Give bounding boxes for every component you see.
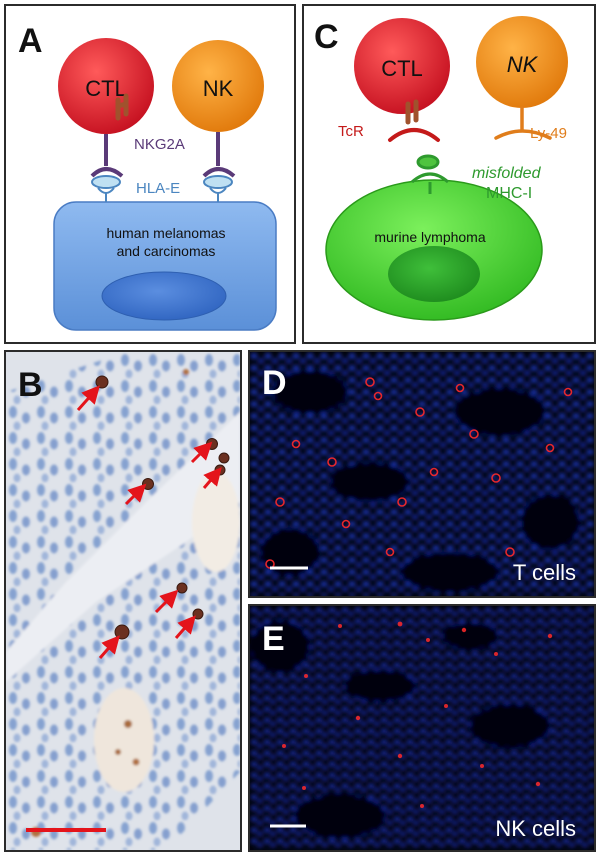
panel-caption: T cells — [513, 560, 576, 585]
panel-letter: A — [18, 22, 43, 60]
nk-label: NK — [507, 52, 539, 77]
panel-caption: NK cells — [495, 816, 576, 841]
hla-e-label: HLA-E — [136, 180, 180, 197]
hla-e-ligand-right — [203, 175, 233, 202]
tumor-label-line2: and carcinomas — [117, 243, 216, 259]
ly49-label: Ly-49 — [530, 125, 567, 142]
ly49-receptor — [494, 106, 552, 140]
panel-b: B — [4, 350, 242, 852]
panel-letter: C — [314, 18, 339, 56]
red-marker-spots — [282, 621, 553, 808]
misfolded-label: misfolded — [472, 165, 542, 182]
hla-e-ligand-left — [91, 175, 121, 202]
nkg2a-receptor-ctl — [90, 134, 124, 178]
tcr-icon — [115, 93, 129, 121]
fluorescence-micrograph-t-cells: D T cells — [250, 352, 594, 596]
panel-c-diagram: C murine lymphoma misfolded MHC-I CTL NK… — [314, 16, 568, 321]
nk-label: NK — [203, 76, 234, 101]
ctl-cell — [58, 38, 154, 134]
panel-c: C murine lymphoma misfolded MHC-I CTL NK… — [302, 4, 596, 344]
tumor-nucleus — [101, 271, 227, 321]
nk-cell — [476, 16, 568, 108]
fluorescence-micrograph-nk-cells: E NK cells — [250, 606, 594, 850]
misfolded-mhc-icon — [411, 154, 449, 194]
tcr-receptor — [388, 99, 440, 142]
nkg2a-receptor-nk — [202, 132, 236, 178]
ctl-cell — [354, 18, 450, 114]
panel-a: A human melanomas and carcinomas CTL NK — [4, 4, 296, 344]
ihc-micrograph: B — [6, 352, 240, 850]
tcr-label: TcR — [338, 123, 364, 140]
panel-d: D T cells — [248, 350, 596, 598]
ctl-label: CTL — [85, 76, 127, 101]
panel-letter: E — [262, 620, 285, 658]
tumor-label-line1: human melanomas — [106, 225, 225, 241]
lymphoma-label: murine lymphoma — [374, 229, 485, 245]
nk-cell — [172, 40, 264, 132]
panel-a-diagram: A human melanomas and carcinomas CTL NK — [18, 22, 277, 331]
ctl-label: CTL — [381, 56, 423, 81]
lymphoma-nucleus — [388, 246, 480, 302]
nkg2a-label: NKG2A — [134, 136, 185, 153]
red-marker-spots — [265, 377, 573, 569]
red-arrows — [76, 385, 222, 659]
mhc-i-label: MHC-I — [486, 185, 532, 202]
panel-letter: B — [18, 366, 43, 404]
panel-letter: D — [262, 364, 287, 402]
panel-e: E NK cells — [248, 604, 596, 852]
